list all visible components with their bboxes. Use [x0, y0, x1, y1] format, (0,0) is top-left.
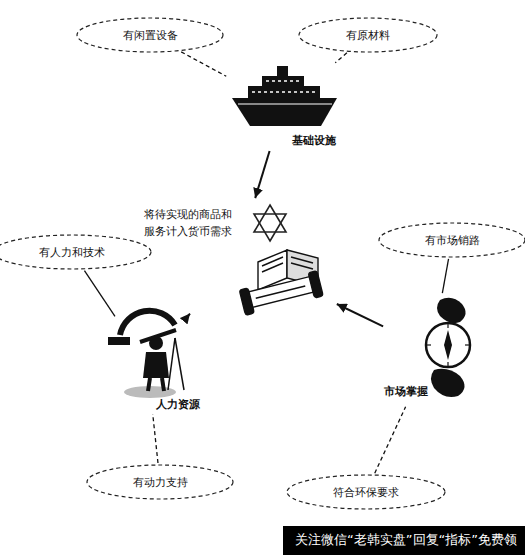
person-icon — [108, 311, 184, 398]
dashed-ellipse: 有市场销路 — [378, 222, 525, 258]
dashed-ellipse: 有人力和技术 — [0, 234, 152, 270]
group-title: 基础设施 — [292, 133, 336, 148]
flow-arrow — [255, 151, 269, 198]
leader-line — [375, 407, 406, 473]
ellipse-label: 符合环保要求 — [286, 485, 446, 500]
ellipse-label: 有人力和技术 — [0, 245, 152, 260]
dashed-ellipse: 有闲置设备 — [76, 17, 224, 53]
group-title: 人力资源 — [156, 397, 200, 412]
leader-line — [153, 414, 158, 463]
icon-group: 将待实现的商品和 服务计入货币需求 — [140, 200, 335, 312]
star-icon — [254, 205, 286, 241]
leader-line — [442, 259, 448, 293]
leader-line — [84, 271, 115, 317]
center-note: 将待实现的商品和 服务计入货币需求 — [144, 206, 244, 240]
watermark: 关注微信“老韩实盘”回复“指标”免费领 — [283, 526, 525, 555]
leader-line — [181, 52, 226, 76]
dashed-ellipse: 有原材料 — [298, 17, 438, 53]
flow-arrow — [187, 314, 190, 318]
dashed-ellipse: 符合环保要求 — [286, 474, 446, 510]
ellipse-label: 有市场销路 — [378, 233, 525, 248]
compass-icon — [426, 298, 470, 397]
icon-group: 市场掌握 — [384, 295, 480, 405]
leader-line — [335, 53, 347, 63]
icon-group: 基础设施 — [228, 64, 338, 150]
icon-group: 人力资源 — [95, 318, 200, 412]
ellipse-label: 有动力支持 — [86, 475, 234, 490]
ellipse-label: 有原材料 — [298, 28, 438, 43]
ship-icon — [232, 66, 337, 126]
ellipse-label: 有闲置设备 — [76, 28, 224, 43]
flow-arrow — [337, 304, 383, 326]
group-title: 市场掌握 — [384, 384, 428, 399]
dashed-ellipse: 有动力支持 — [86, 464, 234, 500]
book-scroll-icon — [239, 250, 323, 315]
